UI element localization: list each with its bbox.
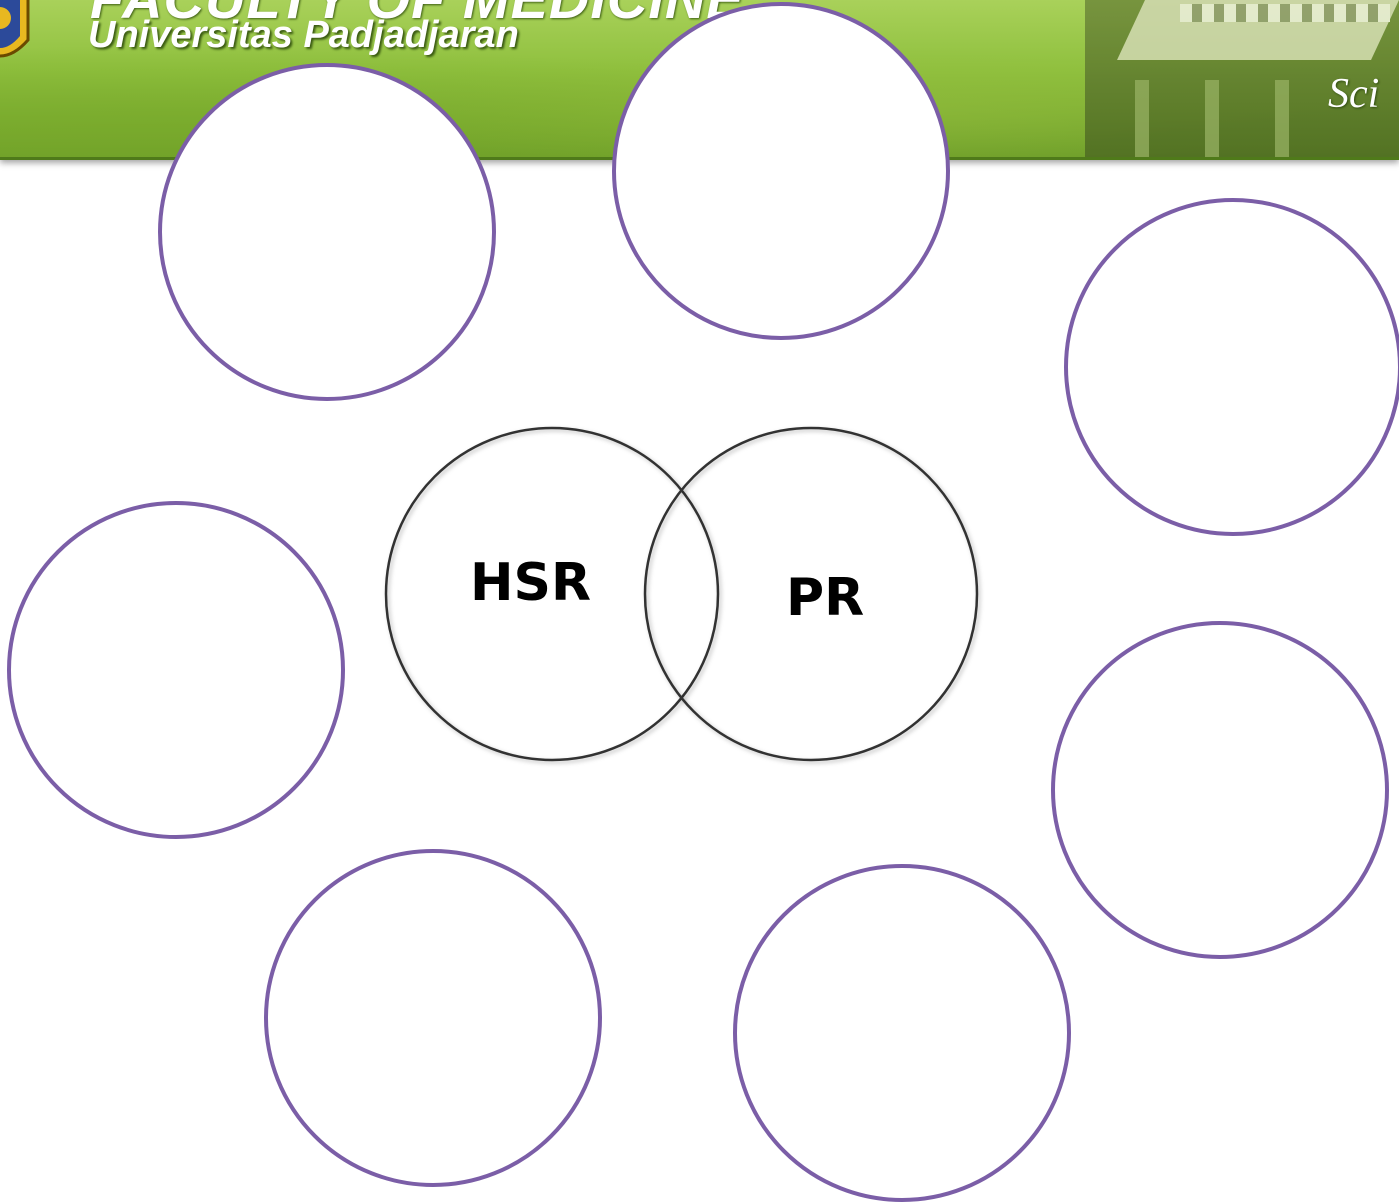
venn-circle-hsr — [384, 426, 720, 762]
outer-circle-left-middle — [7, 501, 345, 839]
university-name: Universitas Padjadjaran — [88, 14, 519, 56]
outer-circle-top-left — [158, 63, 496, 401]
venn-label-pr: PR — [786, 568, 864, 628]
outer-circle-right-upper — [1064, 198, 1399, 536]
faculty-title: FACULTY OF MEDICINE — [90, 0, 745, 31]
venn-label-hsr: HSR — [470, 553, 591, 613]
venn-circle-pr — [643, 426, 979, 762]
outer-circle-right-lower — [1051, 621, 1389, 959]
outer-circle-top-center — [612, 2, 950, 340]
banner-tagline: Sci — [1328, 71, 1380, 117]
outer-circle-bottom-left — [264, 849, 602, 1187]
university-logo-icon — [0, 0, 30, 58]
building-photo — [1085, 0, 1399, 157]
outer-circle-bottom-right — [733, 864, 1071, 1202]
